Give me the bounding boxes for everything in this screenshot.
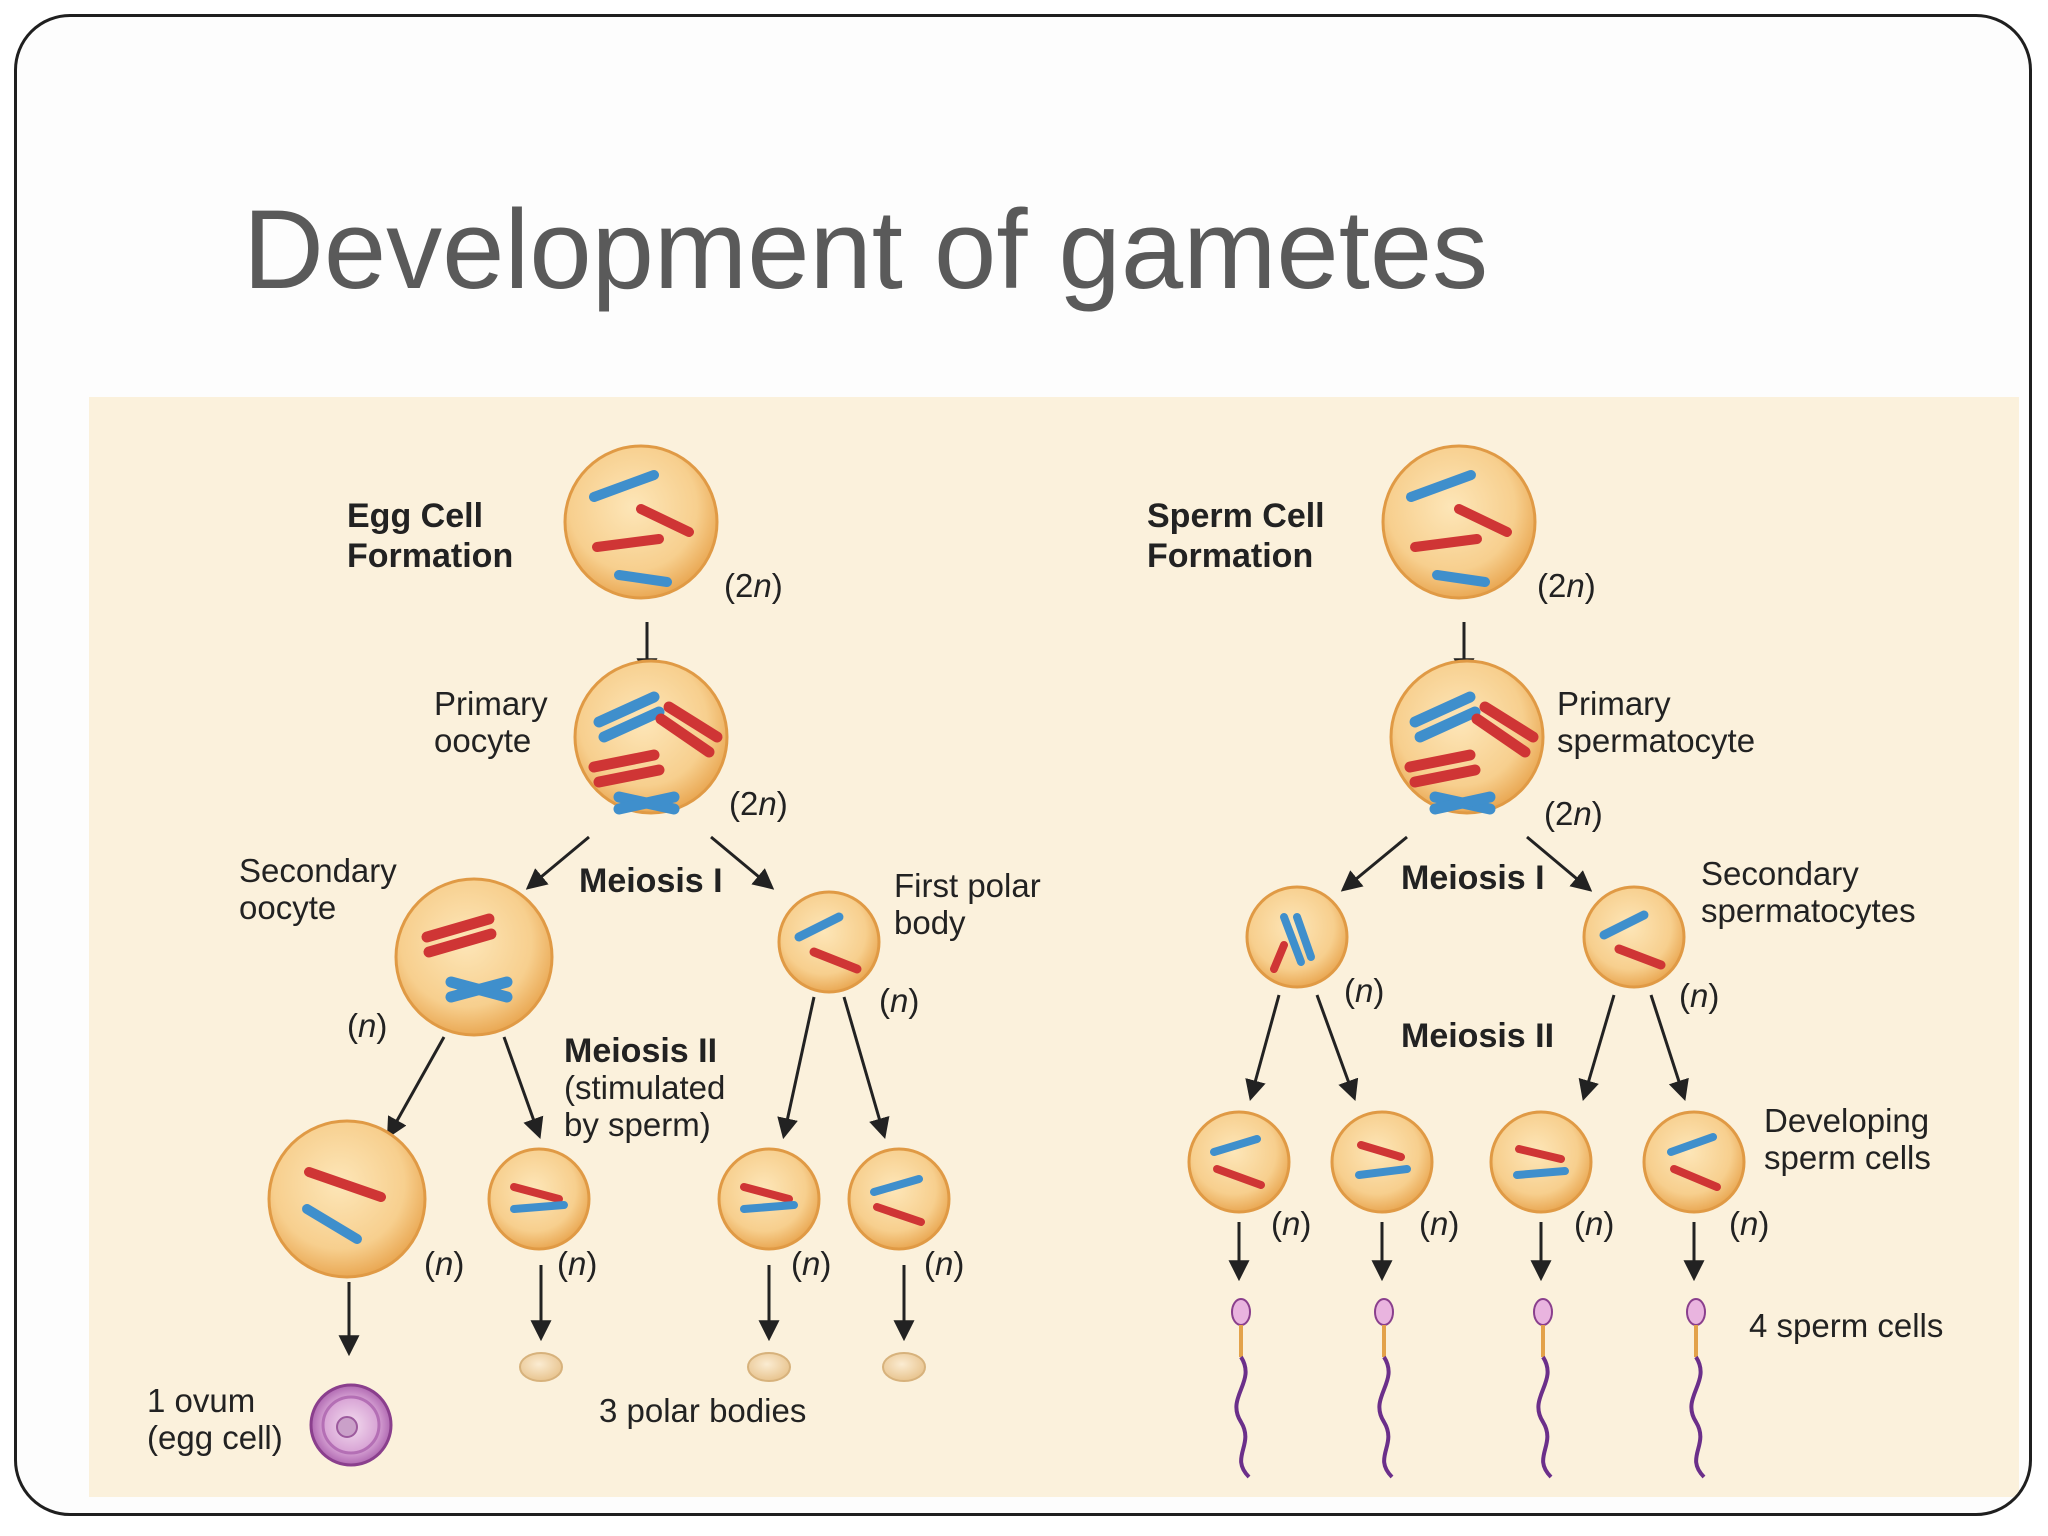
arrow (1340, 835, 1408, 892)
egg-diploid-ploidy: (2n) (724, 567, 783, 604)
sperm-cell-2 (1374, 1298, 1394, 1479)
polar-body-a-ploidy: (n) (791, 1245, 831, 1282)
developing-sperm-1-ploidy: (n) (1271, 1205, 1311, 1242)
arrow (842, 996, 890, 1140)
primary-spermatocyte-cell (1389, 659, 1545, 815)
arrow (1315, 994, 1359, 1101)
sperm-cells-label: 4 sperm cells (1749, 1307, 1943, 1344)
developing-sperm-cell-3 (1489, 1110, 1593, 1214)
first-polar-body-label-line2: body (894, 904, 966, 941)
developing-sperm-3-ploidy: (n) (1574, 1205, 1614, 1242)
gametogenesis-diagram: Egg Cell Formation (2n) Primary oocyte (89, 397, 2019, 1497)
secondary-spermatocyte-a-ploidy: (n) (1344, 972, 1384, 1009)
arrow (386, 1036, 446, 1139)
degenerating-polar-body (519, 1352, 563, 1382)
sperm-heading-line1: Sperm Cell (1147, 497, 1325, 535)
polar-body-cell-a (717, 1147, 821, 1251)
ootid-cell (267, 1119, 427, 1279)
sperm-cell-3 (1533, 1298, 1553, 1479)
egg-diploid-cell (563, 444, 719, 600)
developing-sperm-label-line2: sperm cells (1764, 1139, 1931, 1176)
diagram-canvas: Egg Cell Formation (2n) Primary oocyte (89, 397, 2019, 1497)
developing-sperm-cell-2 (1330, 1110, 1434, 1214)
developing-sperm-cell-4 (1642, 1110, 1746, 1214)
degenerating-polar-body (747, 1352, 791, 1382)
arrow (1649, 994, 1689, 1101)
primary-oocyte-label-line1: Primary (434, 685, 548, 722)
primary-spermatocyte-ploidy: (2n) (1544, 795, 1603, 832)
primary-oocyte-label-line2: oocyte (434, 722, 531, 759)
egg-meiosis-2-label: Meiosis II (564, 1032, 717, 1070)
arrow (1526, 835, 1593, 892)
secondary-spermatocytes-label-line2: spermatocytes (1701, 892, 1916, 929)
ootid-ploidy: (n) (424, 1245, 464, 1282)
ovum-label-line1: 1 ovum (147, 1382, 255, 1419)
arrow (710, 835, 775, 890)
secondary-spermatocyte-cell-b (1582, 885, 1686, 989)
developing-sperm-cell-1 (1187, 1110, 1291, 1214)
secondary-oocyte-cell (394, 877, 554, 1037)
egg-meiosis-2-note-line2: by sperm) (564, 1106, 711, 1143)
sperm-cell-formation: Sperm Cell Formation (2n) (1147, 444, 1943, 1479)
primary-spermatocyte-label-line1: Primary (1557, 685, 1671, 722)
second-polar-body-cell (487, 1147, 591, 1251)
sperm-meiosis-1-label: Meiosis I (1401, 859, 1545, 897)
polar-bodies-label: 3 polar bodies (599, 1392, 806, 1429)
secondary-oocyte-label-line1: Secondary (239, 852, 397, 889)
degenerating-polar-body (882, 1352, 926, 1382)
first-polar-body-ploidy: (n) (879, 982, 919, 1019)
secondary-oocyte-label-line2: oocyte (239, 889, 336, 926)
secondary-spermatocytes-label-line1: Secondary (1701, 855, 1859, 892)
secondary-spermatocyte-b-ploidy: (n) (1679, 977, 1719, 1014)
developing-sperm-2-ploidy: (n) (1419, 1205, 1459, 1242)
developing-sperm-4-ploidy: (n) (1729, 1205, 1769, 1242)
sperm-heading-line2: Formation (1147, 537, 1313, 575)
egg-heading-line2: Formation (347, 537, 513, 575)
sperm-diploid-ploidy: (2n) (1537, 567, 1596, 604)
primary-spermatocyte-label-line2: spermatocyte (1557, 722, 1755, 759)
primary-oocyte-cell (573, 659, 729, 815)
secondary-spermatocyte-cell-a (1245, 885, 1349, 989)
ovum-label-line2: (egg cell) (147, 1419, 283, 1456)
second-polar-body-ploidy: (n) (557, 1245, 597, 1282)
sperm-diploid-cell (1381, 444, 1537, 600)
first-polar-body-label-line1: First polar (894, 867, 1041, 904)
slide: Development of gametes (14, 14, 2032, 1516)
egg-meiosis-2-note-line1: (stimulated (564, 1069, 725, 1106)
egg-heading-line1: Egg Cell (347, 497, 483, 535)
arrow (777, 996, 816, 1140)
developing-sperm-label-line1: Developing (1764, 1102, 1929, 1139)
polar-body-cell-b (847, 1147, 951, 1251)
sperm-cell-1 (1231, 1298, 1251, 1479)
arrow (1578, 994, 1616, 1102)
egg-cell-formation: Egg Cell Formation (2n) Primary oocyte (147, 444, 1041, 1467)
polar-body-b-ploidy: (n) (924, 1245, 964, 1282)
sperm-cell-4 (1686, 1298, 1706, 1479)
primary-oocyte-ploidy: (2n) (729, 785, 788, 822)
ovum-egg-cell (309, 1383, 393, 1467)
arrow (1245, 994, 1281, 1102)
sperm-meiosis-2-label: Meiosis II (1401, 1017, 1554, 1055)
arrow (525, 835, 590, 890)
first-polar-body-cell (777, 890, 881, 994)
arrow (502, 1036, 544, 1139)
slide-title: Development of gametes (243, 187, 1489, 312)
secondary-oocyte-ploidy: (n) (347, 1007, 387, 1044)
egg-meiosis-1-label: Meiosis I (579, 862, 723, 900)
